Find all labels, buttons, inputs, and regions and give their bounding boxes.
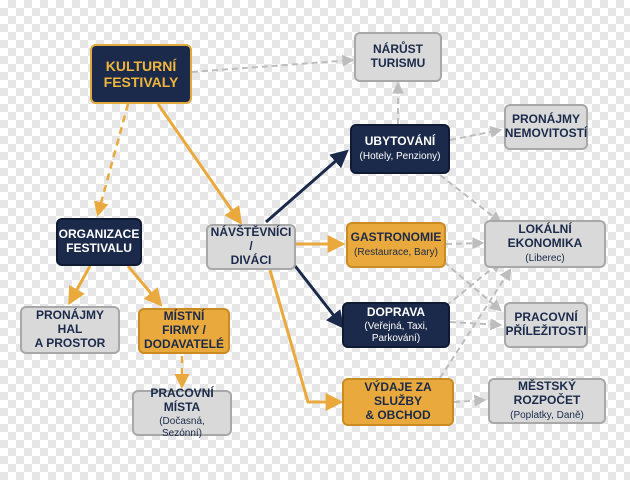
node-label: PRONÁJMY NEMOVITOSTÍ	[504, 112, 588, 140]
node-organizace-festivalu: ORGANIZACE FESTIVALU	[56, 218, 142, 266]
node-label: PRONÁJMY HAL A PROSTOR	[34, 308, 106, 350]
edge-vydaje-ekonomika	[439, 267, 512, 379]
edge-festivaly-organizace	[93, 103, 130, 217]
node-sublabel: (Poplatky, Daně)	[510, 410, 584, 422]
node-label: MÍSTNÍ FIRMY / DODAVATELÉ	[144, 309, 224, 351]
edge-gastronomie-ekonomika	[445, 237, 485, 250]
node-pracovni-mista: PRACOVNÍ MÍSTA (Dočasná, Sezónní)	[132, 385, 232, 439]
node-lokalni-ekonomika: LOKÁLNÍ EKONOMIKA (Liberec)	[484, 220, 606, 268]
edge-navstevnici-vydaje	[268, 269, 344, 411]
node-mestsky-rozpocet: MĚSTSKÝ ROZPOČET (Poplatky, Daně)	[488, 378, 606, 424]
node-mistni-firmy: MÍSTNÍ FIRMY / DODAVATELÉ	[138, 308, 230, 354]
node-sublabel: (Liberec)	[525, 253, 565, 265]
node-label: DOPRAVA	[366, 304, 426, 319]
node-label: MĚSTSKÝ ROZPOČET	[513, 379, 581, 408]
node-vydaje-za-sluzby: VÝDAJE ZA SLUŽBY & OBCHOD	[342, 378, 454, 426]
node-kulturni-festivaly: KULTURNÍ FESTIVALY	[90, 44, 192, 104]
node-navstevnici: NÁVŠTĚVNÍCI / DIVÁCI	[206, 224, 296, 270]
node-label: GASTRONOMIE	[350, 230, 442, 245]
edge-ubytovani-ekonomika	[439, 174, 502, 224]
node-ubytovani: UBYTOVÁNÍ (Hotely, Penziony)	[350, 124, 450, 174]
node-pronajmy-hal: PRONÁJMY HAL A PROSTOR	[20, 306, 120, 354]
edge-festivaly-turismus	[191, 54, 355, 73]
node-gastronomie: GASTRONOMIE (Restaurace, Bary)	[346, 222, 446, 268]
edge-ubytovani-nemovitosti	[449, 125, 503, 141]
node-pronajmy-nemovitosti: PRONÁJMY NEMOVITOSTÍ	[504, 104, 588, 150]
node-doprava: DOPRAVA (Veřejná, Taxi, Parkování)	[342, 302, 450, 348]
node-narust-turismu: NÁRŮST TURISMU	[354, 32, 442, 82]
edge-festivaly-navstevnici	[156, 103, 243, 225]
node-sublabel: (Hotely, Penziony)	[359, 151, 441, 163]
node-label: ORGANIZACE FESTIVALU	[58, 227, 140, 255]
node-label: LOKÁLNÍ EKONOMIKA	[507, 222, 583, 251]
edge-gastronomie-prilezitosti	[443, 261, 502, 312]
node-label: VÝDAJE ZA SLUŽBY & OBCHOD	[364, 380, 432, 422]
edge-organizace-firmy	[126, 265, 163, 307]
node-sublabel: (Veřejná, Taxi, Parkování)	[364, 321, 428, 344]
node-sublabel: (Dočasná, Sezónní)	[159, 416, 205, 439]
edge-doprava-ekonomika	[445, 260, 502, 307]
node-label: PRACOVNÍ PŘÍLEŽITOSTI	[505, 310, 587, 338]
node-label: KULTURNÍ FESTIVALY	[103, 57, 179, 90]
node-label: PRACOVNÍ MÍSTA	[150, 385, 214, 414]
edge-vydaje-rozpocet	[453, 394, 487, 407]
edge-navstevnici-ubytovani	[265, 149, 349, 224]
node-label: NÁVŠTĚVNÍCI / DIVÁCI	[210, 225, 292, 267]
node-label: UBYTOVÁNÍ	[364, 134, 436, 149]
node-sublabel: (Restaurace, Bary)	[354, 247, 438, 259]
edge-organizace-haly	[68, 265, 92, 306]
edge-navstevnici-doprava	[290, 261, 345, 329]
node-label: NÁRŮST TURISMU	[370, 42, 426, 70]
node-pracovni-prilezitosti: PRACOVNÍ PŘÍLEŽITOSTI	[504, 302, 588, 348]
